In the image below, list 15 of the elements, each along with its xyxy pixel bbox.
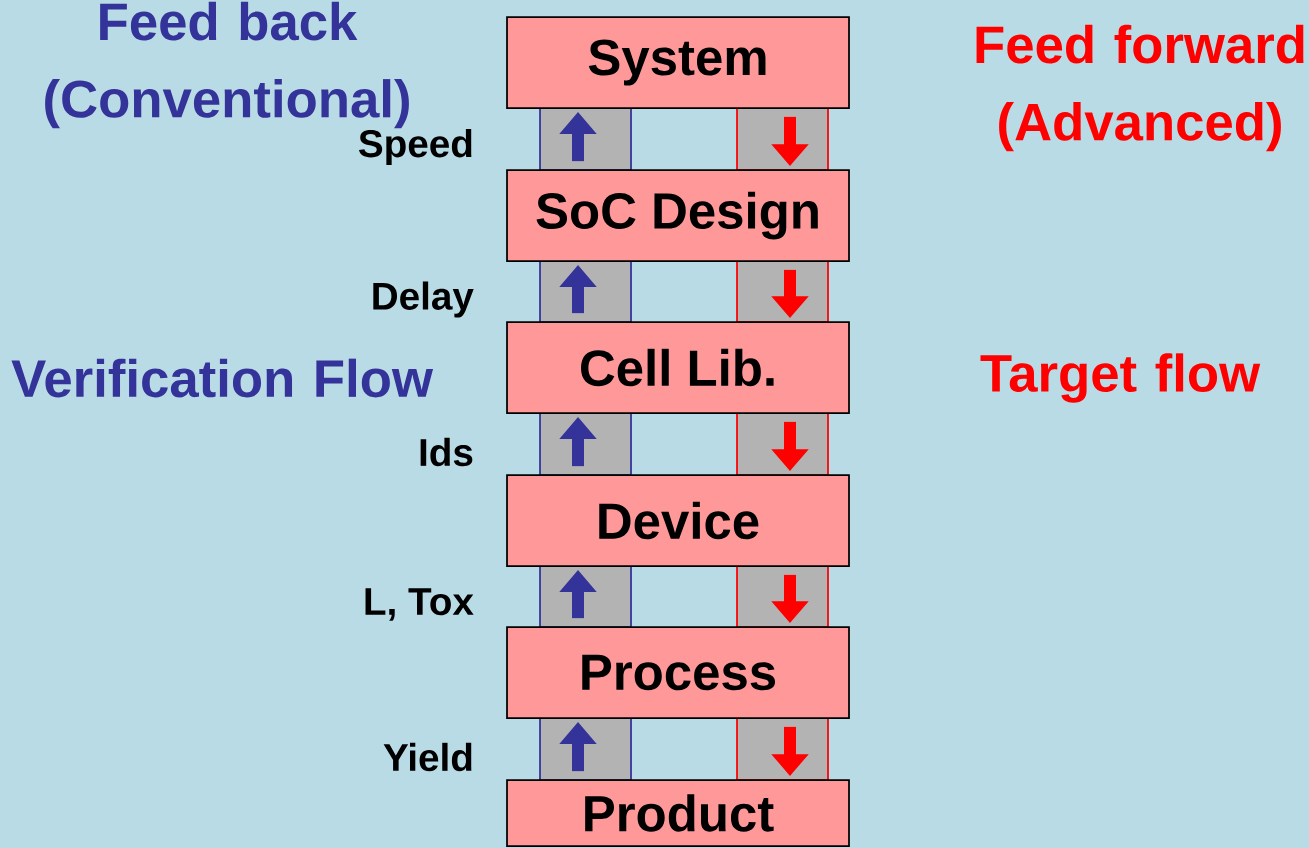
heading-text: Feed forward (Advanced) [976,24,1304,152]
edge-label: Yield [383,742,472,772]
stage-box: System [506,16,850,109]
heading-text: Verification Flow [11,358,434,398]
edge-label: Ids [420,437,473,467]
edge-label: L, Tox [365,588,474,621]
stage-box: SoC Design [506,169,850,262]
heading-text: Feed back (Conventional) [45,1,409,129]
stage-box: Cell Lib. [506,321,850,414]
stage-box: Product [506,779,850,847]
stage-box: Process [506,626,850,719]
edge-label: Delay [373,281,474,318]
stage-box: Device [506,474,850,567]
heading-text: Target flow [980,353,1261,403]
edge-label: Speed [359,129,472,165]
